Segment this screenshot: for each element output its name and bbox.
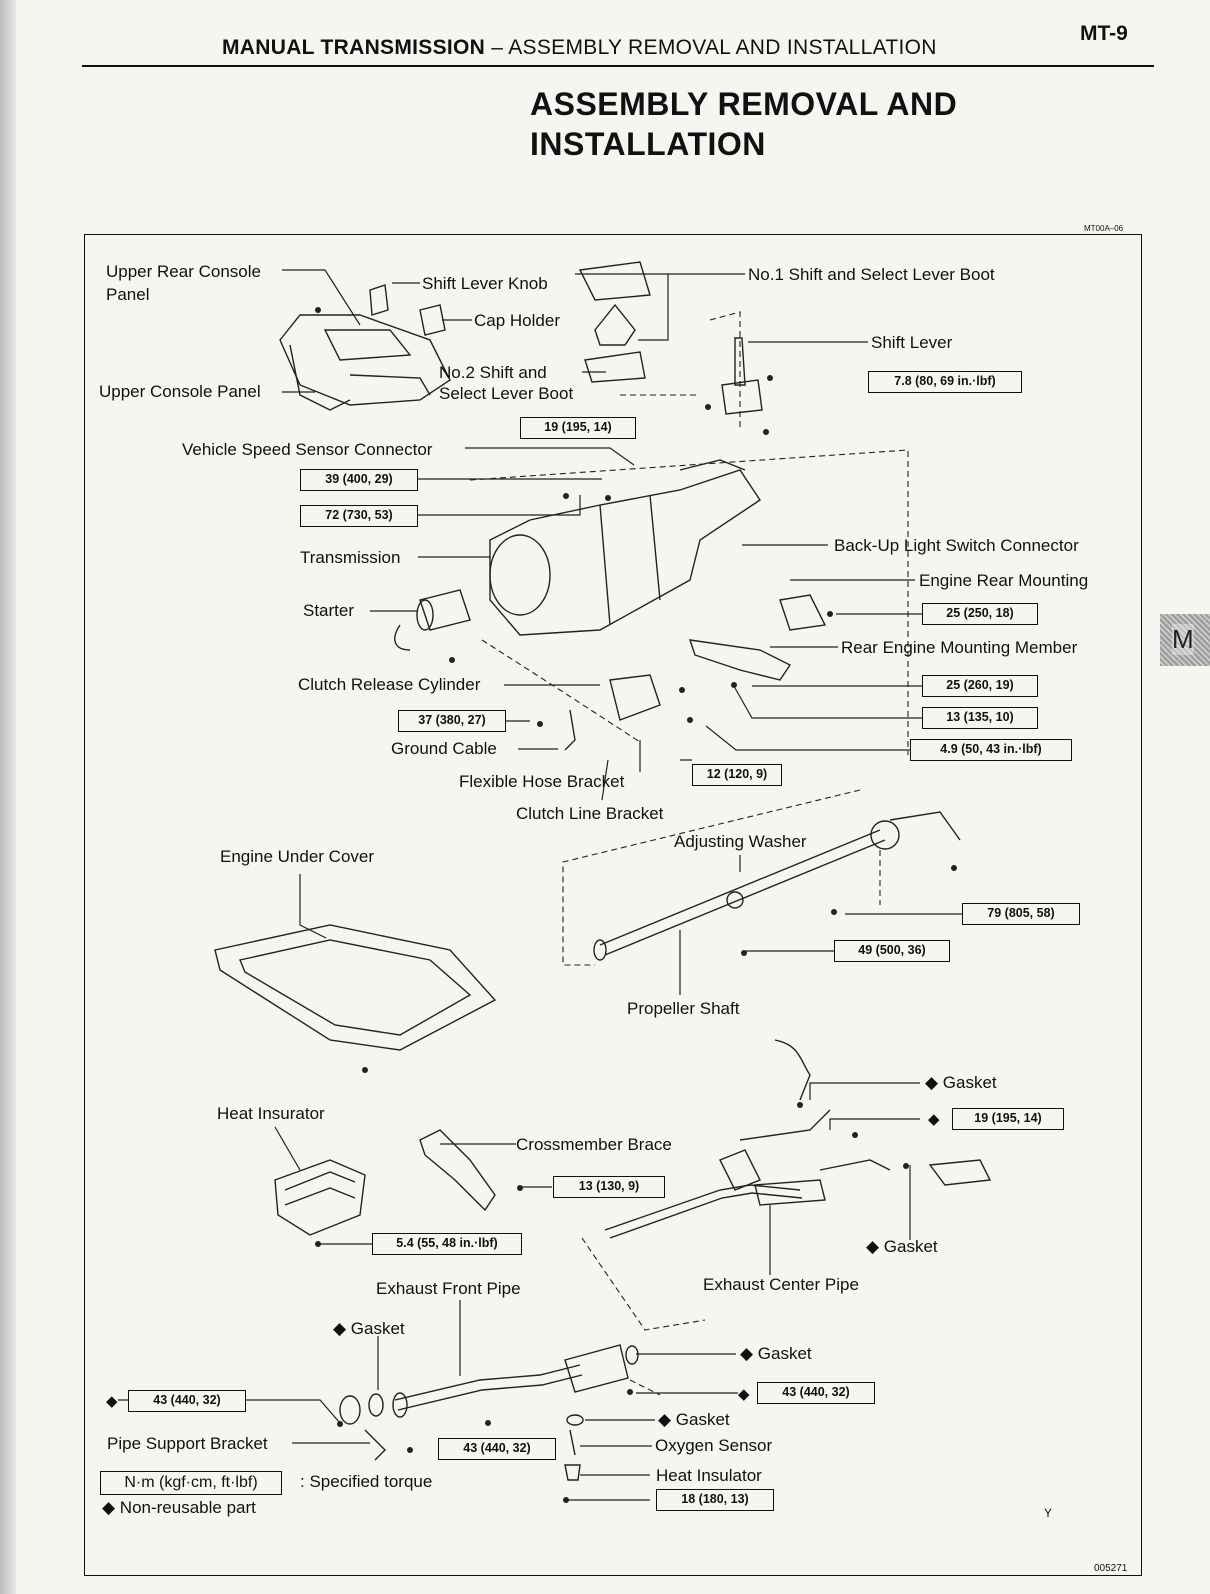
corner-mark: Y [1044, 1506, 1053, 1520]
console-panels [279, 284, 451, 411]
label-heat-insurator: Heat Insurator [217, 1104, 325, 1123]
torque-front-pipe: 43 (440, 32) [128, 1390, 246, 1412]
figure-code-bottom: 005271 [1094, 1563, 1128, 1574]
heat-insurator [274, 1159, 366, 1236]
running-header-rest: – ASSEMBLY REMOVAL AND INSTALLATION [485, 36, 937, 59]
starter-motor [394, 589, 471, 651]
label-transmission: Transmission [300, 548, 401, 567]
header-rule [82, 65, 1154, 67]
shift-lever-parts [578, 261, 763, 415]
torque-member-13: 13 (135, 10) [922, 707, 1038, 729]
torque-converter-flange: 43 (440, 32) [757, 1382, 875, 1404]
label-upper-rear-console-panel-2: Panel [106, 285, 150, 304]
torque-heat-insurator: 5.4 (55, 48 in.·lbf) [372, 1233, 522, 1255]
label-ground-cable: Ground Cable [391, 739, 497, 758]
figure-code-top: MT00A–06 [1084, 224, 1124, 233]
propeller-shaft [593, 811, 961, 961]
engine-under-cover [214, 924, 497, 1051]
label-shift-lever-knob: Shift Lever Knob [422, 274, 548, 293]
clutch-cylinder [564, 674, 661, 751]
running-header: MANUAL TRANSMISSION – ASSEMBLY REMOVAL A… [222, 36, 937, 60]
label-crossmember-brace: Crossmember Brace [516, 1135, 672, 1154]
label-upper-console-panel: Upper Console Panel [99, 382, 261, 401]
label-clutch-line-bracket: Clutch Line Bracket [516, 804, 664, 823]
crossmember-brace [419, 1129, 496, 1212]
fasteners [315, 307, 957, 1503]
label-vss-connector: Vehicle Speed Sensor Connector [182, 440, 433, 459]
torque-engine-rear-mounting: 25 (250, 18) [922, 603, 1038, 625]
label-gasket-a: ◆ Gasket [925, 1073, 997, 1092]
side-tab-letter: M [1172, 624, 1194, 655]
label-shift-lever: Shift Lever [871, 333, 953, 352]
label-adjusting-washer: Adjusting Washer [674, 832, 807, 851]
running-header-bold: MANUAL TRANSMISSION [222, 36, 486, 59]
legend-unit-box: N·m (kgf·cm, ft·lbf) [100, 1471, 282, 1495]
section-title-line2: INSTALLATION [530, 126, 766, 162]
page-number: MT-9 [1080, 22, 1128, 45]
label-gasket-c: ◆ Gasket [333, 1319, 405, 1338]
torque-heat-insulator: 18 (180, 13) [656, 1489, 774, 1511]
section-side-tab[interactable]: M [1160, 614, 1210, 666]
legend-non-reusable: ◆ Non-reusable part [102, 1498, 256, 1517]
torque-center-pipe: 19 (195, 14) [952, 1108, 1064, 1130]
label-gasket-e: ◆ Gasket [658, 1410, 730, 1429]
diagram-frame [84, 234, 1142, 1576]
torque-shift-lever: 7.8 (80, 69 in.·lbf) [868, 371, 1022, 393]
section-title-line1: ASSEMBLY REMOVAL AND [530, 86, 958, 122]
assembly-dashed-lines [469, 311, 909, 1396]
label-backup-light-connector: Back-Up Light Switch Connector [834, 536, 1079, 555]
diamond-marker-center-pipe: ◆ [928, 1111, 940, 1128]
label-propeller-shaft: Propeller Shaft [627, 999, 740, 1018]
label-flexible-hose-bracket: Flexible Hose Bracket [459, 772, 625, 791]
label-gasket-d: ◆ Gasket [740, 1344, 812, 1363]
section-title: ASSEMBLY REMOVAL AND INSTALLATION [530, 84, 957, 164]
label-engine-under-cover: Engine Under Cover [220, 847, 375, 866]
exhaust-front-pipe [339, 1344, 639, 1481]
torque-pipe-support-bracket: 43 (440, 32) [438, 1438, 556, 1460]
label-upper-rear-console-panel-1: Upper Rear Console [106, 262, 261, 281]
torque-crossmember-brace: 13 (130, 9) [553, 1176, 665, 1198]
torque-member-25: 25 (260, 19) [922, 675, 1038, 697]
label-cap-holder: Cap Holder [474, 311, 560, 330]
legend-unit-description: : Specified torque [300, 1472, 433, 1491]
page-edge-shadow [0, 0, 16, 1594]
label-no1-boot: No.1 Shift and Select Lever Boot [748, 265, 995, 284]
diamond-marker-front-pipe: ◆ [106, 1393, 118, 1410]
torque-72: 72 (730, 53) [300, 505, 418, 527]
torque-clutch-line-bracket: 12 (120, 9) [692, 764, 782, 786]
label-oxygen-sensor: Oxygen Sensor [655, 1436, 773, 1455]
label-clutch-release-cylinder: Clutch Release Cylinder [298, 675, 481, 694]
torque-boot-retainer: 19 (195, 14) [520, 417, 636, 439]
label-no2-boot-2: Select Lever Boot [439, 384, 574, 403]
label-exhaust-center-pipe: Exhaust Center Pipe [703, 1275, 859, 1294]
torque-clutch-cylinder: 37 (380, 27) [398, 710, 506, 732]
label-exhaust-front-pipe: Exhaust Front Pipe [376, 1279, 521, 1298]
label-no2-boot-1: No.2 Shift and [439, 363, 547, 382]
exhaust-center-pipe [604, 1039, 992, 1239]
label-starter: Starter [303, 601, 355, 620]
label-heat-insulator: Heat Insulator [656, 1466, 762, 1485]
torque-propeller-flange: 79 (805, 58) [962, 903, 1080, 925]
label-pipe-support-bracket: Pipe Support Bracket [107, 1434, 268, 1453]
leader-lines [118, 269, 962, 1501]
torque-bracket-49: 4.9 (50, 43 in.·lbf) [910, 739, 1072, 761]
torque-39: 39 (400, 29) [300, 469, 418, 491]
label-engine-rear-mounting: Engine Rear Mounting [919, 571, 1089, 590]
rear-mounting-parts [688, 594, 827, 681]
torque-center-bearing: 49 (500, 36) [834, 940, 950, 962]
transmission-body [489, 459, 761, 636]
diamond-marker-converter: ◆ [738, 1386, 750, 1403]
label-rear-engine-member: Rear Engine Mounting Member [841, 638, 1078, 657]
label-gasket-b: ◆ Gasket [866, 1237, 938, 1256]
